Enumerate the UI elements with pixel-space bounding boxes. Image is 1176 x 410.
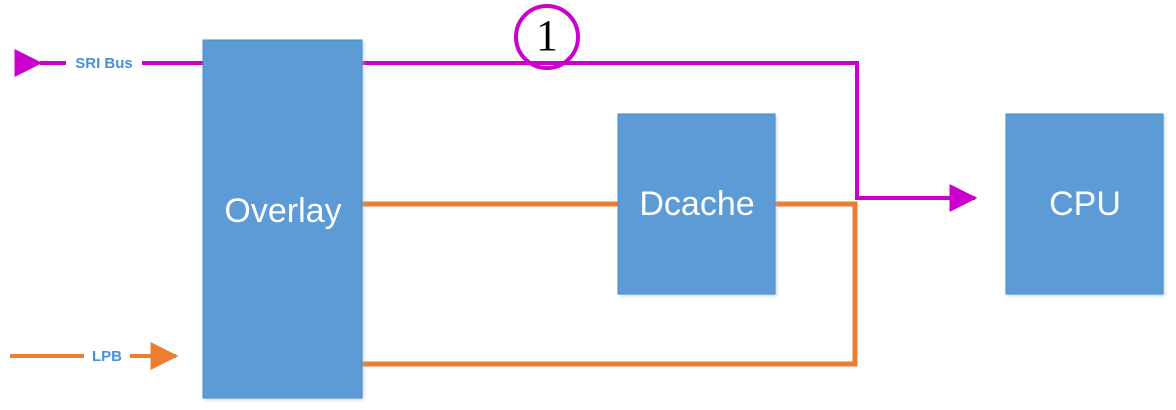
block-dcache-label: Dcache: [639, 185, 754, 223]
block-overlay[interactable]: Overlay: [202, 39, 363, 399]
block-overlay-label: Overlay: [224, 192, 341, 230]
connector-dcache-return-to-overlay: [362, 201, 858, 367]
edge-label-lpb: LPB: [92, 348, 122, 365]
block-cpu[interactable]: CPU: [1005, 113, 1164, 295]
edge-label-sri-bus-group: SRI Bus: [66, 52, 142, 74]
callout-1-circle: [514, 4, 580, 70]
connector-layer: [10, 49, 978, 370]
callout-1-label: 1: [536, 11, 558, 60]
block-cpu-rect[interactable]: [1005, 113, 1164, 295]
edge-label-lpb-group: LPB: [84, 345, 130, 367]
block-overlay-rect[interactable]: [202, 39, 363, 399]
edge-label-sri-bus-backdrop: [66, 52, 142, 74]
block-cpu-label: CPU: [1049, 185, 1121, 223]
edge-label-sri-bus: SRI Bus: [75, 55, 133, 72]
callout-1[interactable]: 1: [514, 4, 580, 70]
block-dcache[interactable]: Dcache: [617, 113, 776, 295]
block-dcache-rect[interactable]: [617, 113, 776, 295]
edge-label-lpb-backdrop: [84, 345, 130, 367]
connector-overlay-to-cpu: [362, 61, 978, 212]
